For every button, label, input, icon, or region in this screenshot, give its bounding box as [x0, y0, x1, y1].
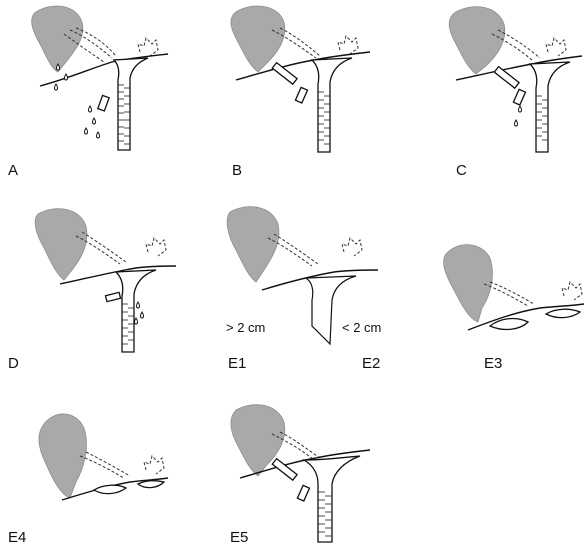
- panel-label-a: A: [8, 162, 18, 179]
- cystic-duct-stump: [513, 89, 525, 105]
- panel-label-e5: E5: [230, 529, 248, 546]
- panel-e5: E5: [230, 405, 370, 546]
- common-bile-duct: [312, 58, 352, 152]
- panel-e1-e2: > 2 cm < 2 cm E1 E2: [226, 207, 381, 372]
- panel-a: A: [8, 6, 168, 179]
- panel-e4: E4: [8, 414, 168, 546]
- panel-d: D: [8, 209, 176, 372]
- panel-label-e4: E4: [8, 529, 26, 546]
- gallbladder: [449, 7, 505, 74]
- duct-stump-left: [94, 485, 126, 493]
- panel-b: B: [231, 6, 370, 179]
- hepatic-ducts-dashed: [484, 282, 582, 306]
- annotation-less-2cm: < 2 cm: [342, 320, 381, 335]
- panel-label-c: C: [456, 162, 467, 179]
- panel-e3: E3: [444, 245, 584, 372]
- hepatic-ducts-dashed: [268, 234, 362, 266]
- clip: [494, 67, 519, 89]
- gallbladder: [227, 207, 279, 282]
- common-bile-duct: [114, 58, 148, 150]
- cystic-duct-stump: [295, 87, 307, 103]
- duct-stump-right: [138, 481, 164, 488]
- common-bile-duct: [116, 270, 156, 352]
- hepatic-ducts-dashed: [80, 452, 164, 478]
- panel-c: C: [449, 7, 582, 179]
- panel-label-e2: E2: [362, 355, 380, 372]
- annotation-greater-2cm: > 2 cm: [226, 320, 265, 335]
- cystic-duct-stump: [105, 292, 120, 301]
- gallbladder: [32, 6, 83, 72]
- panel-label-e3: E3: [484, 355, 502, 372]
- panel-label-b: B: [232, 162, 242, 179]
- bile-leak-drops: [135, 302, 144, 324]
- gallbladder: [35, 209, 87, 280]
- cystic-duct-stump: [98, 95, 109, 111]
- panel-label-e1: E1: [228, 355, 246, 372]
- common-bile-duct: [304, 456, 360, 542]
- cystic-duct-stump: [297, 485, 309, 501]
- gallbladder: [444, 245, 493, 322]
- clip: [272, 459, 297, 481]
- bile-leak-drops: [515, 106, 522, 126]
- common-bile-duct: [530, 62, 570, 152]
- panel-label-d: D: [8, 355, 19, 372]
- duct-stump-right: [546, 309, 580, 317]
- hepatic-ducts-dashed: [76, 232, 166, 264]
- gallbladder: [39, 414, 87, 498]
- bile-leak-drops: [55, 64, 100, 138]
